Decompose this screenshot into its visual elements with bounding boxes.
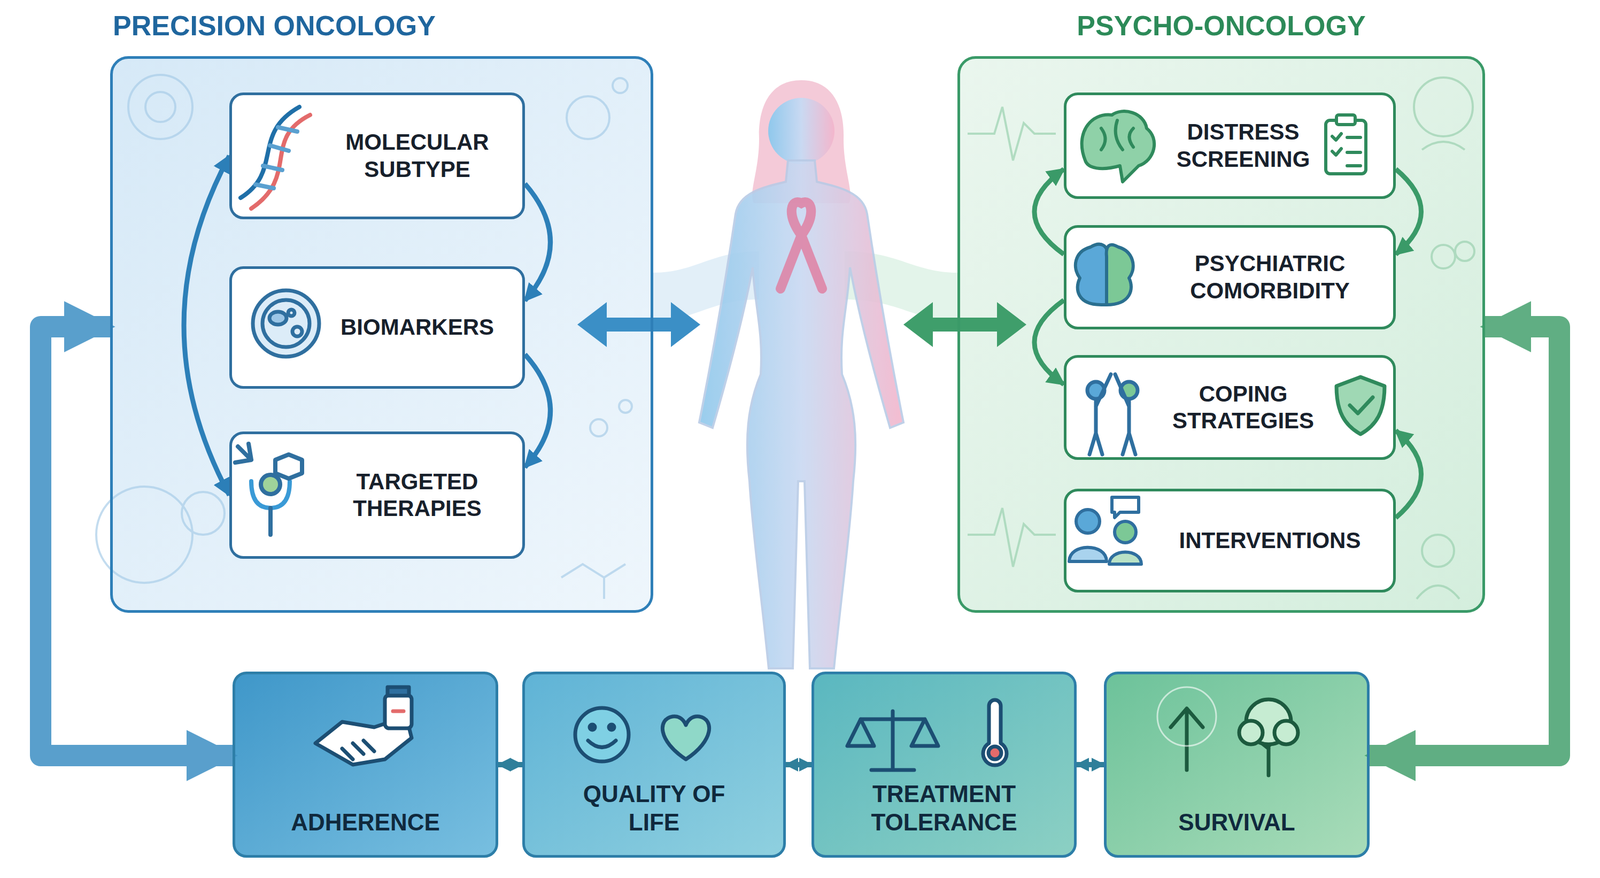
- box-label: SURVIVAL: [1178, 808, 1295, 837]
- shield-icon: [1336, 376, 1385, 435]
- flow-arrow: [524, 183, 551, 301]
- dna-icon: [240, 106, 311, 209]
- box-label: TARGETED THERAPIES: [329, 468, 506, 523]
- box-label: TREATMENT TOLERANCE: [858, 779, 1030, 837]
- flow-arrow: [1395, 430, 1422, 518]
- flow-arrow: [524, 354, 551, 468]
- box-label: COPING STRATEGIES: [1157, 380, 1329, 435]
- box-label: BIOMARKERS: [340, 313, 494, 341]
- cell-icon: [252, 290, 320, 357]
- subtype-box: MOLECULAR SUBTYPE: [229, 92, 525, 220]
- scale-icon: [847, 699, 1007, 770]
- flow-arrow: [785, 761, 812, 768]
- precision-panel: PRECISION ONCOLOGYMOLECULAR SUBTYPEBIOMA…: [110, 56, 654, 613]
- box-label: QUALITY OF LIFE: [574, 779, 735, 837]
- flow-arrow: [1034, 168, 1064, 254]
- psycho-panel: PSYCHO-ONCOLOGYDISTRESS SCREENINGPSYCHIA…: [957, 56, 1486, 613]
- biomarker-box: BIOMARKERS: [229, 266, 525, 389]
- box-label: ADHERENCE: [290, 808, 440, 837]
- therapy-box: TARGETED THERAPIES: [229, 431, 525, 559]
- flow-arrow: [498, 761, 523, 768]
- flow-arrow: [183, 156, 230, 496]
- box-label: PSYCHIATRIC COMORBIDITY: [1173, 250, 1367, 305]
- box-label: INTERVENTIONS: [1179, 527, 1362, 554]
- survival-box: SURVIVAL: [1103, 671, 1370, 858]
- panel-title: PSYCHO-ONCOLOGY: [960, 9, 1483, 42]
- screening-box: DISTRESS SCREENING: [1063, 92, 1396, 199]
- loop-arrow: [40, 326, 233, 756]
- box-label: DISTRESS SCREENING: [1157, 118, 1329, 173]
- people-icon: [1087, 374, 1138, 455]
- loop-arrow: [1369, 326, 1560, 756]
- qol-box: QUALITY OF LIFE: [522, 671, 786, 858]
- coping-box: COPING STRATEGIES: [1063, 354, 1396, 460]
- growth-icon: [1157, 686, 1298, 776]
- brain-icon: [1081, 111, 1155, 182]
- flow-arrow: [1034, 299, 1064, 384]
- smiley-icon: [575, 707, 710, 762]
- heads-icon: [1075, 244, 1134, 305]
- adherence-box: ADHERENCE: [232, 671, 499, 858]
- tolerance-box: TREATMENT TOLERANCE: [811, 671, 1077, 858]
- box-label: MOLECULAR SUBTYPE: [329, 128, 506, 183]
- panel-title: PRECISION ONCOLOGY: [112, 9, 436, 42]
- comorbidity-box: PSYCHIATRIC COMORBIDITY: [1063, 225, 1396, 330]
- counselling-icon: [1069, 497, 1142, 564]
- handshake-icon: [315, 686, 412, 765]
- intervention-box: INTERVENTIONS: [1063, 488, 1396, 593]
- flow-arrow: [1395, 168, 1422, 254]
- clipboard-icon: [1325, 114, 1366, 174]
- receptor-icon: [235, 443, 303, 535]
- flow-arrow: [1076, 761, 1104, 768]
